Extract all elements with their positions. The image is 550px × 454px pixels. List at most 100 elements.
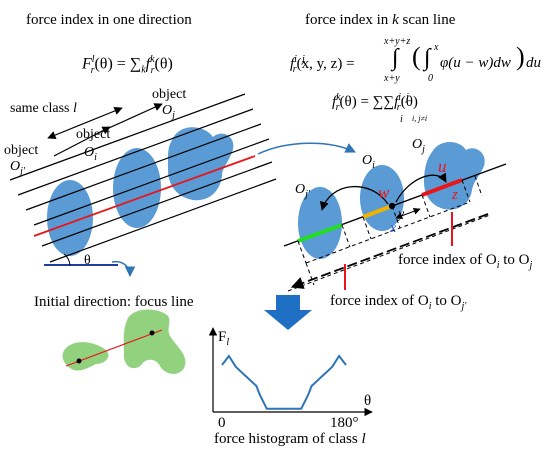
hist-y-label: Fl [218, 330, 229, 348]
force-ojp-label: force index of Oi to Oj' [330, 294, 466, 312]
force-oj-to: to O [499, 252, 530, 268]
f3-rhs: f [394, 94, 399, 110]
same-class-text: same class [10, 101, 70, 116]
focus-point-b [149, 330, 155, 336]
r-ojp-sub: j' [305, 188, 311, 200]
title-right-k: k [392, 12, 399, 28]
f3-j: i, j≠i [412, 114, 428, 123]
object-oj-word: object [152, 87, 187, 102]
f3-lhs: f [332, 94, 337, 110]
same-class-arrow [47, 106, 123, 140]
scan-line [25, 123, 262, 211]
initial-direction-label: Initial direction: focus line [34, 294, 194, 310]
focus-point-a [76, 358, 82, 364]
object-oj-symbol: Oj [162, 104, 175, 121]
f2-du: du [526, 55, 541, 71]
hist-x-label: θ [364, 393, 372, 409]
arrow-w-to-oj [395, 172, 447, 203]
object-oi-arrow [53, 126, 111, 157]
f1-rhs-sub: r [150, 64, 155, 76]
f2-int-top: x+y+z [384, 36, 411, 47]
oi-sub: i [94, 151, 97, 163]
histogram-caption: force histogram of class l [214, 432, 366, 447]
r-ojp-o: O [295, 182, 306, 197]
dashed-projection [287, 175, 491, 292]
f2-lhs: f [290, 56, 295, 72]
integral-inner: ∫ [424, 45, 431, 71]
f1-lhs: F [82, 55, 92, 73]
label-x: x [390, 221, 397, 236]
formula-1: Flr(θ) = ∑kfkr(θ) [82, 55, 173, 76]
object-oi-blob [113, 148, 161, 228]
title-left: force index in one direction [26, 12, 192, 28]
formula-2: fi, jr(x, y, z) = [290, 55, 355, 75]
label-z: z [452, 187, 458, 203]
f3-arg: (θ) = ∑∑ [339, 94, 395, 110]
right-ojp-symbol: Oj' [295, 183, 310, 200]
f2-inner-top: x [434, 42, 439, 53]
arrow-w-to-oj-prime [319, 185, 389, 211]
scan-line [41, 161, 273, 247]
f3-rhs-sub: r [396, 102, 401, 113]
hist-f: F [218, 329, 227, 345]
title-right: force index in k scan line [305, 13, 455, 28]
long-arrow [290, 213, 489, 289]
right-oi-symbol: Oi [362, 154, 375, 171]
formula-3: fkr(θ) = ∑∑fi, jr(θ) [332, 93, 418, 113]
f2-sup: i, j [294, 54, 305, 65]
force-ojp-sub-i: i [428, 301, 432, 312]
f1-rhs-arg: (θ) [154, 55, 173, 73]
yellow-segment [362, 204, 393, 219]
big-down-arrow [264, 295, 312, 330]
title-right-suffix: scan line [398, 12, 456, 28]
histogram [208, 327, 373, 417]
force-ojp-to: to O [431, 293, 462, 309]
f2-sub: r [292, 64, 297, 75]
label-u: u [438, 157, 447, 176]
f1-sub: r [90, 64, 95, 76]
scan-line [33, 138, 270, 226]
title-right-prefix: force index in [305, 12, 393, 28]
oi-o: O [84, 145, 95, 160]
f3-i: i [400, 114, 403, 125]
green-shape-large [123, 309, 186, 374]
oj-sub: j [172, 109, 175, 121]
scan-line [17, 108, 254, 196]
force-oj-sub-i: i [496, 260, 500, 271]
left-scene [9, 93, 277, 278]
focus-line [65, 329, 163, 367]
histogram-curve [221, 354, 347, 410]
object-ojp-symbol: Oj' [10, 160, 25, 177]
theta-arc [63, 253, 71, 266]
force-ojp-text: force index of O [330, 293, 429, 309]
label-y: y [398, 207, 405, 222]
scan-line [49, 178, 277, 263]
f1-rhs-sup: k [150, 54, 155, 65]
tick-180: 180° [330, 415, 359, 431]
r-oj-o: O [412, 137, 423, 152]
paren-open: ( [412, 42, 421, 71]
object-oi-word: object [76, 127, 111, 142]
f2-int-bot: x+y [384, 73, 400, 84]
transition-arrow [257, 142, 356, 155]
integral-outer: ∫ [392, 45, 399, 71]
f2-arg: (x, y, z) = [296, 56, 355, 72]
right-scene [283, 142, 507, 292]
f3-rhs-sup: i, j [398, 92, 409, 103]
r-oi-o: O [362, 153, 373, 168]
object-oj-prime-blob [47, 180, 93, 256]
hist-f-sub: l [226, 337, 230, 348]
hist-caption-class: l [361, 431, 366, 447]
f3-rhs-arg: (θ) [400, 94, 418, 110]
f1-sup: l [91, 54, 95, 65]
r-oi-sub: i [372, 159, 375, 171]
tick-0: 0 [218, 415, 226, 431]
green-segment [297, 223, 343, 243]
f1-k: k [141, 64, 146, 76]
oj-o: O [162, 103, 173, 118]
green-shape-small [62, 342, 109, 371]
right-oj-symbol: Oj [412, 138, 425, 155]
force-oj-label: force index of Oi to Oj [398, 253, 532, 271]
force-oj-sub-j: j [529, 260, 533, 271]
paren-close: ) [516, 42, 525, 71]
